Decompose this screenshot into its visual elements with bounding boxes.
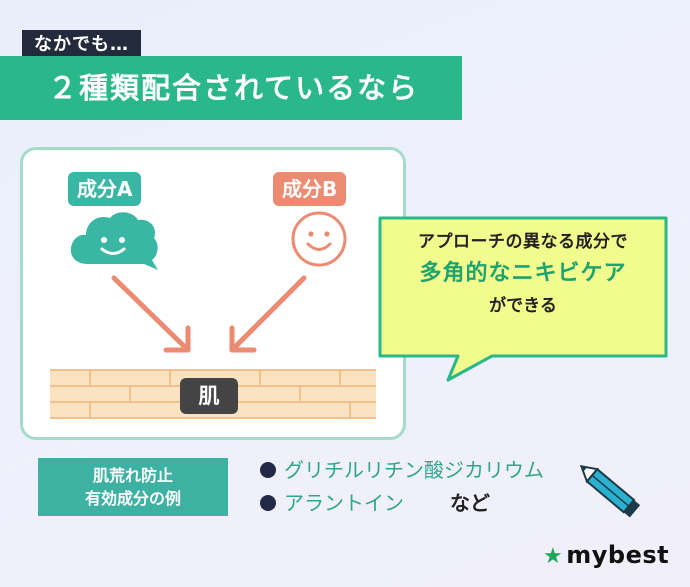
cloud-icon [70, 212, 158, 270]
etc-label: など [450, 491, 490, 515]
title-banner: ２種類配合されているなら [0, 56, 462, 120]
example-item-label: グリチルリチン酸ジカリウム [284, 458, 544, 482]
skin-label: 肌 [180, 378, 238, 414]
example-heading-line-2: 有効成分の例 [84, 489, 181, 508]
pencil-icon [579, 464, 641, 518]
bullet-dot-icon [260, 495, 276, 511]
ingredient-a-label: 成分A [68, 172, 142, 206]
bullet-dot-icon [260, 462, 276, 478]
example-item: アラントイン [260, 490, 404, 516]
example-heading-line-1: 肌荒れ防止 [92, 466, 173, 485]
bubble-line-2: 多角的なニキビケア [419, 261, 627, 286]
brand-logo: ★mybest [543, 540, 669, 570]
example-heading-box: 肌荒れ防止 有効成分の例 [38, 458, 228, 516]
bubble-text: アプローチの異なる成分で 多角的なニキビケア ができる [384, 228, 662, 320]
bubble-line-1: アプローチの異なる成分で [418, 232, 628, 252]
speech-bubble [378, 216, 668, 382]
star-icon: ★ [543, 544, 564, 569]
arrows-graphic [111, 275, 307, 353]
ingredient-b-label: 成分B [273, 172, 347, 206]
example-item-label: アラントイン [284, 491, 404, 515]
brand-name: mybest [566, 541, 670, 569]
bubble-line-3: ができる [489, 296, 557, 316]
intro-tag: なかでも… [22, 30, 141, 60]
example-item: グリチルリチン酸ジカリウム [260, 457, 544, 483]
smiley-face-icon [291, 211, 347, 267]
